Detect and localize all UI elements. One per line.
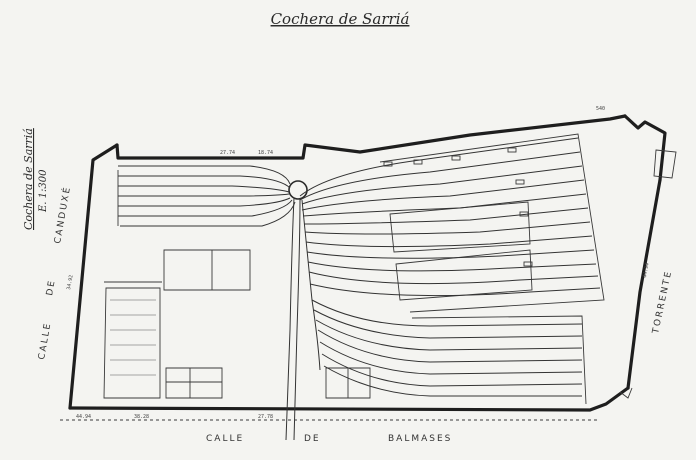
street-bottom-label-1: CALLE <box>206 434 244 444</box>
dim-bottom-b: 38.28 <box>134 414 149 420</box>
side-note-scale: E. 1:300 <box>38 169 49 213</box>
dim-bottom-a: 44.94 <box>76 414 91 420</box>
dim-bottom-c: 27.78 <box>258 414 273 420</box>
dimension-labels: 34.92 27.74 18.74 44.94 38.28 27.78 540 … <box>66 106 651 420</box>
dim-top-mid: 18.74 <box>258 150 273 156</box>
main-trunk <box>285 197 321 441</box>
boundary-walls <box>68 114 677 412</box>
left-track-fan <box>117 165 296 227</box>
side-note: Cochera de Sarriá E. 1:300 <box>22 128 49 230</box>
turntable-circle <box>288 180 308 200</box>
dim-right-side: 44.94 <box>642 262 651 278</box>
left-buildings <box>103 249 371 399</box>
street-left-label-2: DE <box>45 278 58 296</box>
upper-right-track-fan <box>299 137 601 297</box>
dim-top-right: 540 <box>596 106 605 112</box>
lower-right-track-fan <box>311 299 587 405</box>
street-bottom-label-3: BALMASES <box>388 434 452 444</box>
plan-title: Cochera de Sarriá <box>271 10 410 28</box>
side-note-title: Cochera de Sarriá <box>22 128 35 230</box>
street-left-label-3: CANDUXÉ <box>51 185 73 245</box>
street-bottom-label-2: DE <box>304 434 321 444</box>
inspection-pits <box>383 147 533 267</box>
dim-top-left: 27.74 <box>220 150 235 156</box>
dim-left-street: 34.92 <box>66 274 75 290</box>
street-left-label-1: CALLE <box>37 321 53 360</box>
street-right-label: TORRENTE <box>651 269 674 335</box>
